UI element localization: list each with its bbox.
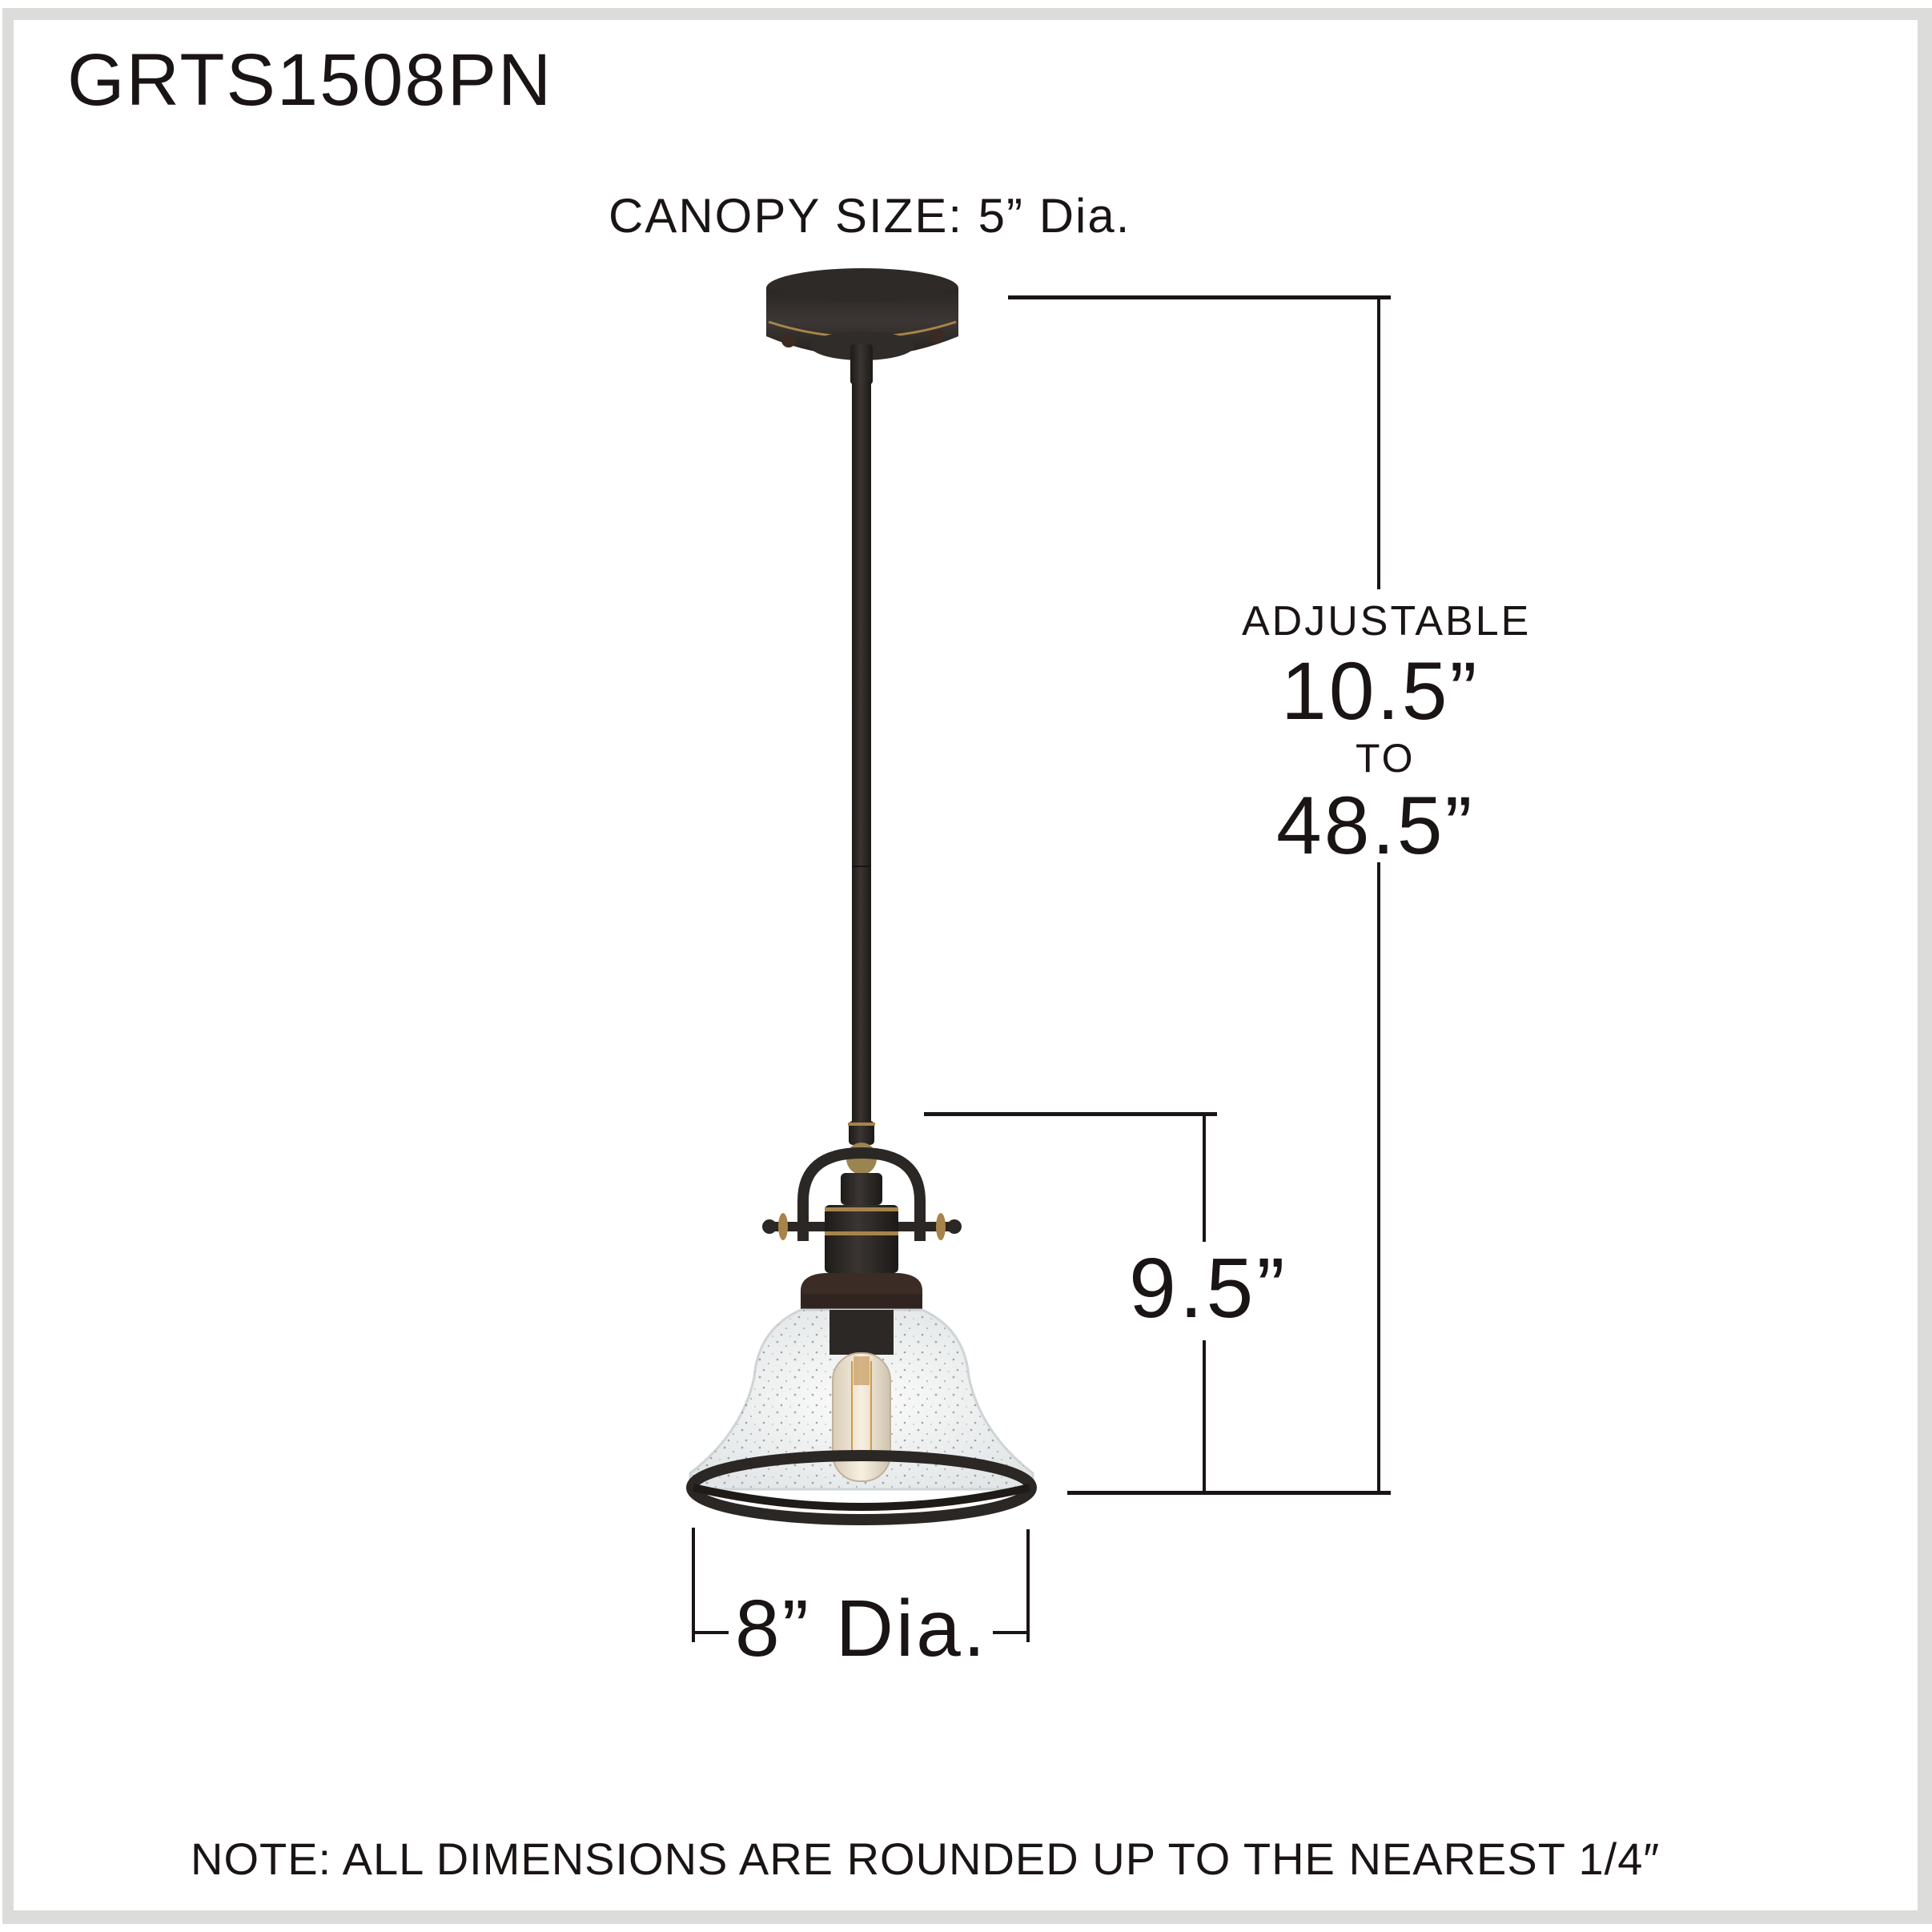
rounding-note: NOTE: ALL DIMENSIONS ARE ROUNDED UP TO T… — [191, 1834, 1661, 1884]
spec-sheet — [14, 20, 1918, 1910]
diameter-right-arm — [993, 1631, 1030, 1634]
bottom-ring-icon — [686, 1450, 1037, 1525]
adjustable-label: ADJUSTABLE — [1242, 598, 1532, 645]
diameter-left-tick — [692, 1528, 695, 1642]
fixture-height-top-line — [924, 1112, 1217, 1116]
edison-bulb-icon — [832, 1352, 891, 1482]
fixture-diameter-value: 8” Dia. — [735, 1584, 988, 1673]
fixture-height-vertical-upper — [1203, 1112, 1206, 1242]
downrod-icon — [850, 344, 873, 1127]
min-length-value: 10.5” — [1281, 645, 1480, 737]
bottom-baseline — [1067, 1491, 1391, 1495]
overall-height-vertical-lower — [1377, 862, 1380, 1492]
diameter-right-tick — [1026, 1529, 1030, 1642]
to-label: TO — [1356, 736, 1416, 781]
model-number-title: GRTS1508PN — [67, 39, 553, 121]
overall-height-vertical-upper — [1377, 295, 1380, 589]
yoke-icon — [762, 1121, 962, 1241]
socket-cap-icon — [801, 1173, 922, 1310]
overall-height-top-line — [1008, 295, 1391, 299]
diameter-left-arm — [692, 1631, 729, 1634]
fixture-height-value: 9.5” — [1129, 1241, 1288, 1336]
max-length-value: 48.5” — [1276, 780, 1475, 871]
canopy-size-label: CANOPY SIZE: 5” Dia. — [609, 189, 1131, 243]
fixture-height-vertical-lower — [1203, 1340, 1206, 1492]
